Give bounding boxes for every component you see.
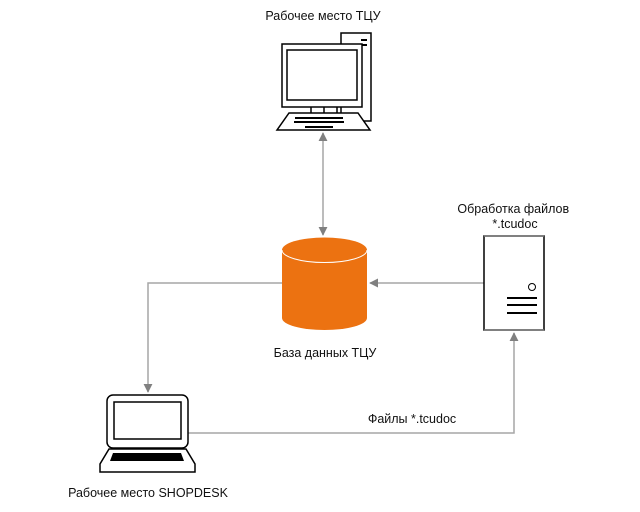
server-power-indicator	[528, 283, 536, 291]
server-drive-bay	[507, 304, 537, 306]
shopdesk-workstation-label: Рабочее место SHOPDESK	[68, 486, 229, 500]
database-label: База данных ТЦУ	[274, 346, 377, 360]
monitor-screen	[286, 49, 358, 101]
cylinder-body	[282, 250, 367, 330]
laptop-icon[interactable]	[99, 394, 196, 473]
tower-slot	[361, 39, 367, 41]
server-case	[483, 235, 545, 331]
laptop-keyboard	[110, 453, 184, 461]
server-drive-bay	[507, 297, 537, 299]
tower-slot	[361, 44, 367, 46]
edge-shopdesk-processor	[188, 332, 519, 434]
server-drive-bay	[507, 312, 537, 314]
file-processor-label-line2: *.tcudoc	[492, 217, 537, 231]
desktop-computer-icon[interactable]	[275, 32, 372, 131]
file-processor-label: Обработка файлов *.tcudoc	[457, 202, 572, 231]
laptop-screen	[113, 401, 182, 440]
server-icon[interactable]	[483, 235, 545, 331]
database-cylinder-icon[interactable]	[281, 237, 368, 330]
file-processor-label-line1: Обработка файлов	[457, 202, 569, 216]
cylinder-rim	[281, 249, 368, 263]
edge-database-shopdesk	[143, 282, 282, 393]
edge-label-files: Файлы *.tcudoc	[368, 412, 456, 426]
keyboard-keys	[294, 117, 344, 128]
tcu-workstation-label: Рабочее место ТЦУ	[265, 9, 380, 23]
cylinder-top	[282, 237, 367, 263]
